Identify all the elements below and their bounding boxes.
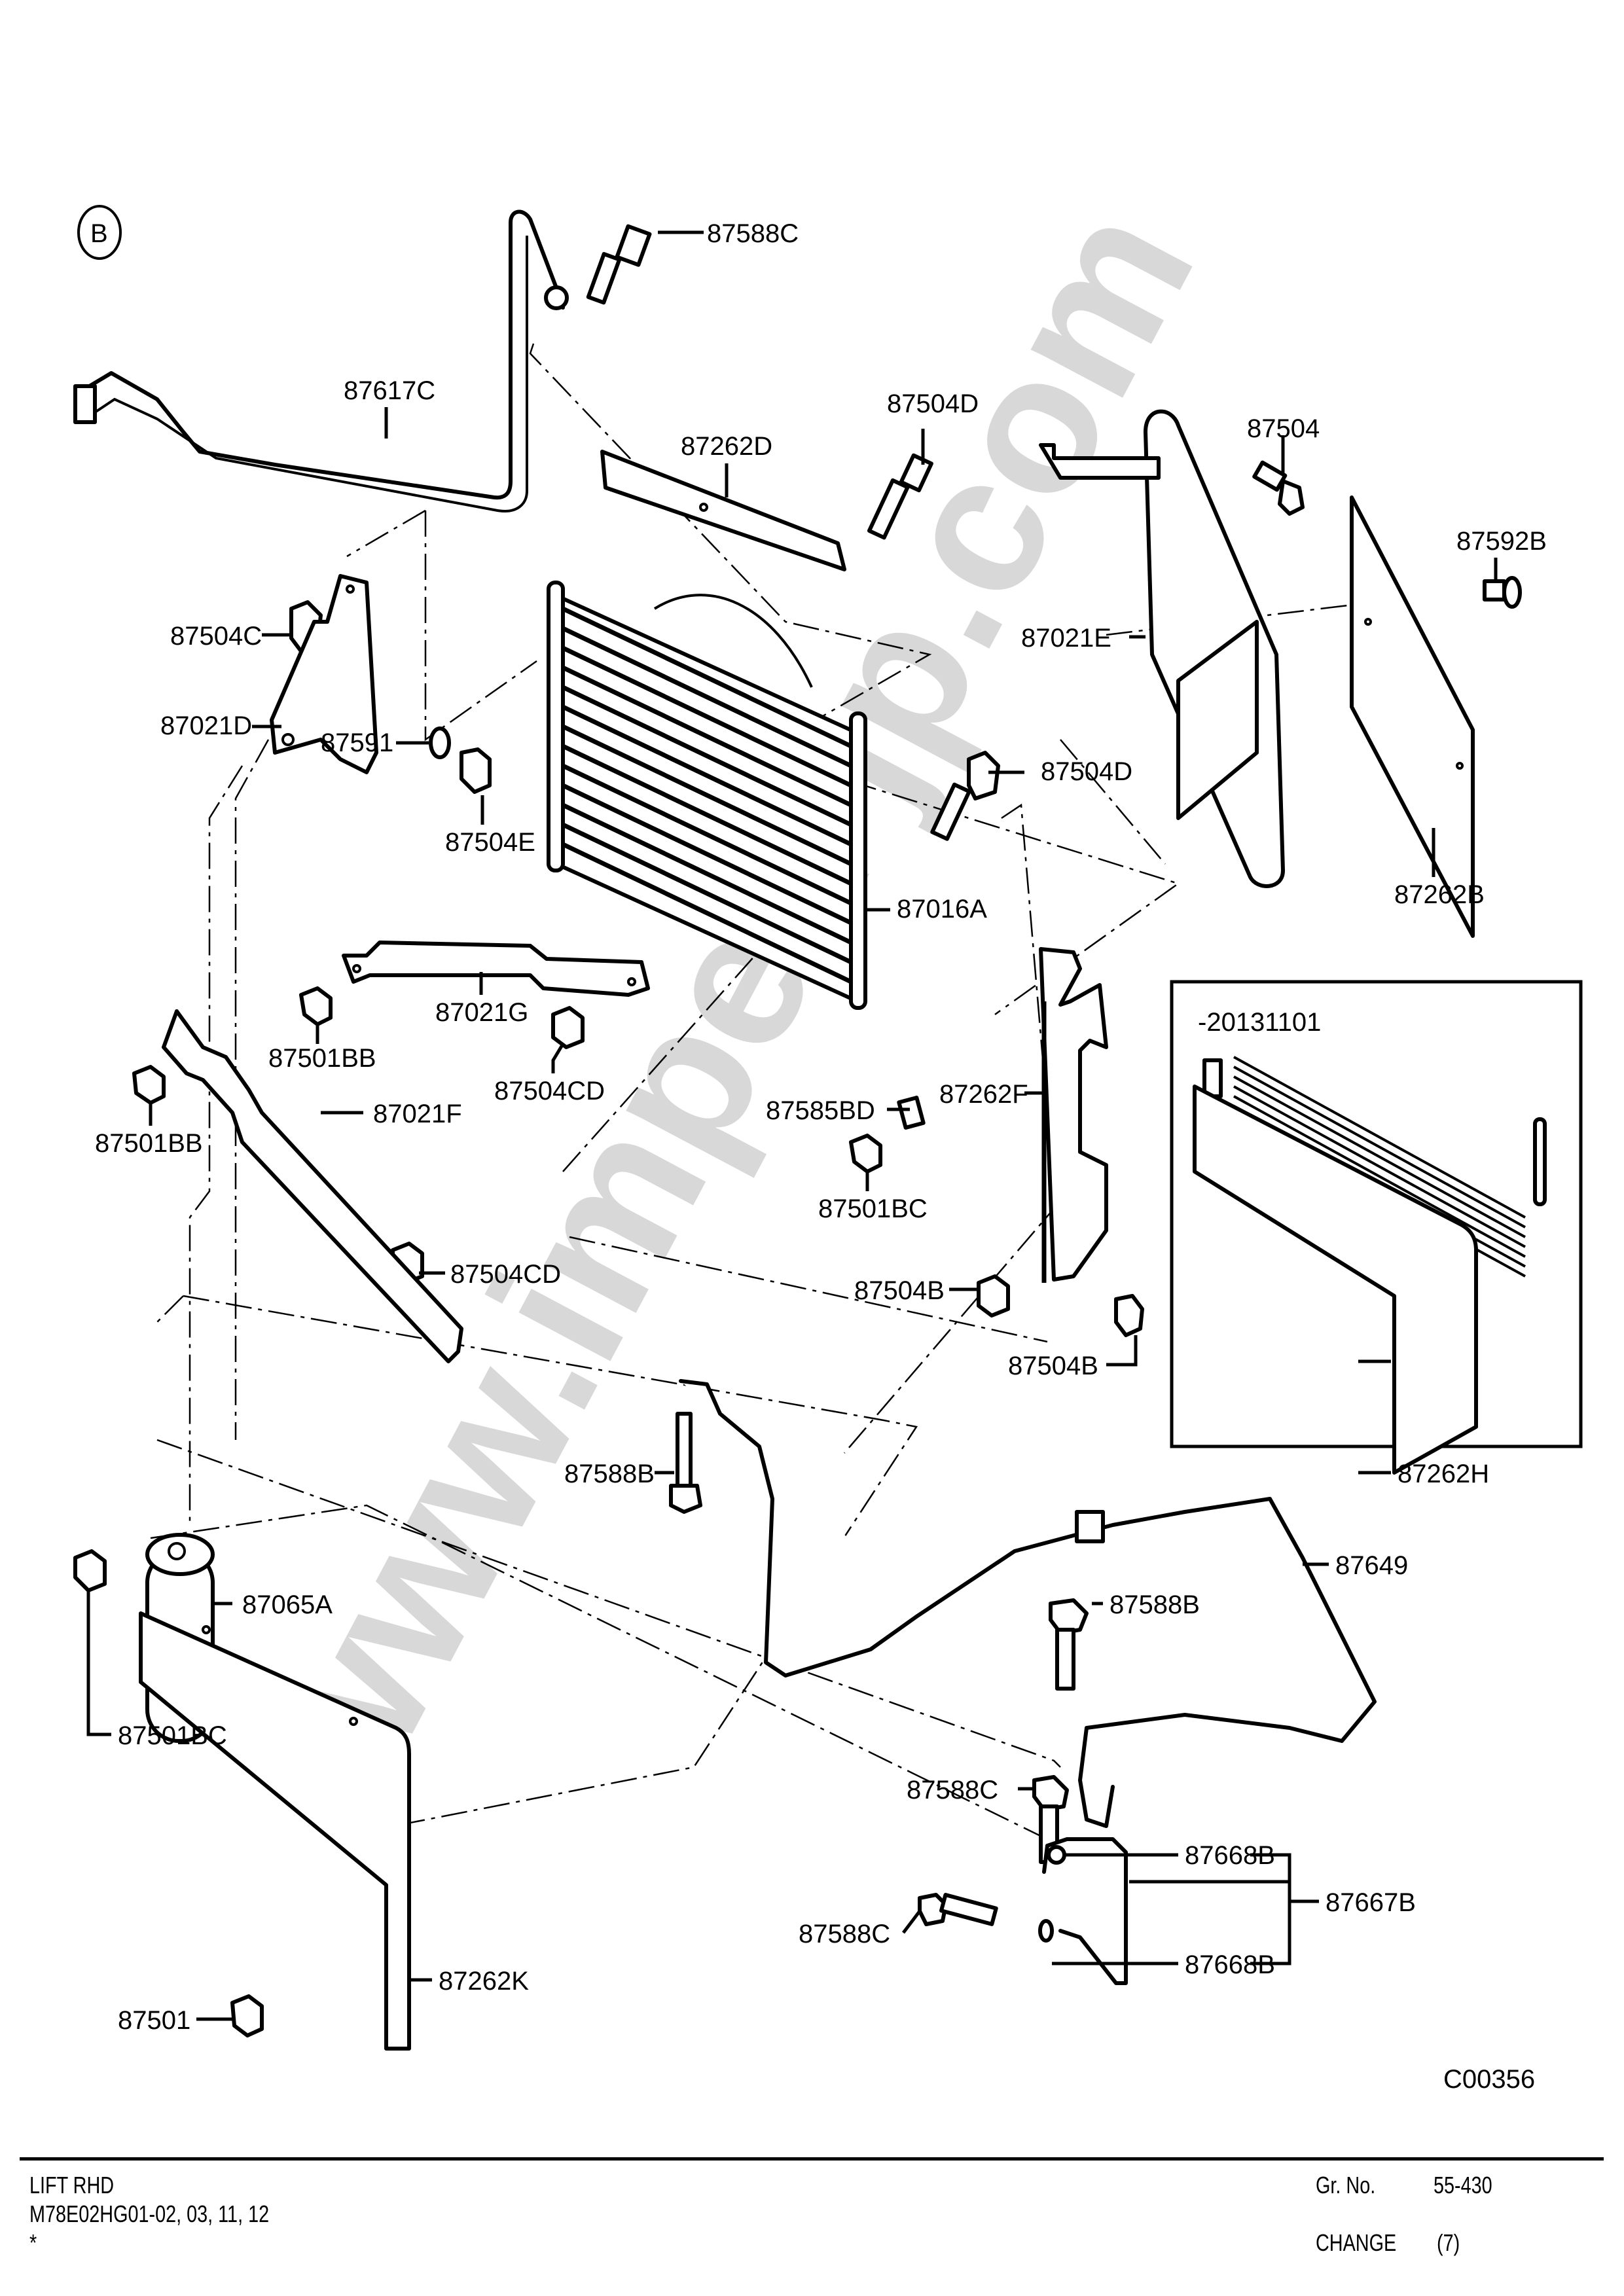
clip-87592B [1483, 576, 1522, 609]
bolt-87504B-b [1114, 1294, 1144, 1337]
inset-label: -20131101 [1198, 1008, 1321, 1037]
pipe-87617C [73, 209, 565, 512]
pipe-87649 [679, 1379, 1377, 1828]
nut-87501BB-b [132, 1065, 166, 1105]
part-label[interactable]: 87504C [170, 622, 262, 651]
model-line-3: * [29, 2229, 37, 2256]
part-label[interactable]: 87501BB [95, 1129, 203, 1158]
part-label[interactable]: 87501 [118, 2006, 190, 2035]
part-label[interactable]: 87262D [681, 432, 772, 461]
bolt-87588B-a [669, 1412, 702, 1514]
part-label[interactable]: 87504E [445, 828, 535, 857]
group-number-label: Gr. No. [1316, 2172, 1376, 2198]
bolt-87588C-top [544, 224, 652, 310]
part-label[interactable]: 87592B [1456, 527, 1547, 556]
bolt-87504 [1252, 460, 1305, 516]
part-label[interactable]: 87588C [799, 1920, 890, 1948]
part-label[interactable]: 87667B [1326, 1888, 1416, 1917]
model-line-1: LIFT RHD [29, 2172, 115, 2198]
part-label[interactable]: 87262H [1398, 1460, 1489, 1488]
part-label[interactable]: 87504CD [450, 1260, 561, 1289]
part-labels: 87588C 87617C 87262D 87504D 87504 87592B… [95, 219, 1547, 2094]
part-label[interactable]: 87588C [907, 1776, 998, 1804]
oring-87668B-b [1038, 1919, 1054, 1943]
clip-87585BD [897, 1096, 926, 1130]
inset-shield-87262H [1193, 1085, 1478, 1475]
part-label[interactable]: 87504CD [494, 1077, 605, 1105]
strap-87021F [162, 1009, 463, 1363]
part-label[interactable]: 87585BD [766, 1096, 875, 1125]
part-label[interactable]: 87649 [1335, 1551, 1408, 1580]
part-label[interactable]: 87021F [373, 1100, 462, 1128]
leader-lines [86, 230, 1498, 2021]
shield-87262K [139, 1611, 411, 2051]
part-label[interactable]: 87588C [707, 219, 799, 248]
panel-87262B [1350, 495, 1475, 938]
part-label[interactable]: 87021D [160, 711, 252, 740]
bracket-87262D [600, 450, 846, 571]
part-label[interactable]: 87504 [1247, 414, 1320, 443]
part-label[interactable]: 87016A [897, 895, 987, 924]
part-label[interactable]: 87501BC [118, 1721, 227, 1750]
part-label[interactable]: 87668B [1185, 1841, 1275, 1870]
section-marker-letter: B [90, 219, 108, 248]
bolt-87504E [460, 747, 492, 794]
part-label[interactable]: 87021G [435, 998, 528, 1027]
bolt-87504CD-a [551, 1006, 585, 1049]
part-label[interactable]: 87504B [1008, 1352, 1098, 1380]
figure-code: C00356 [1443, 2065, 1535, 2094]
part-label[interactable]: 87262F [939, 1080, 1028, 1109]
group-number-value: 55-430 [1434, 2172, 1492, 2198]
strap-87021G [342, 941, 650, 997]
part-label[interactable]: 87501BC [818, 1194, 928, 1223]
part-label[interactable]: 87588B [564, 1460, 655, 1488]
model-line-2: M78E02HG01-02, 03, 11, 12 [29, 2200, 270, 2227]
change-value: (7) [1437, 2229, 1460, 2256]
nut-87501BC-a [849, 1134, 882, 1174]
part-label[interactable]: 87065A [242, 1590, 333, 1619]
inset-box: -20131101 [1170, 980, 1583, 1475]
part-label[interactable]: 87617C [344, 376, 435, 405]
change-label: CHANGE [1316, 2229, 1397, 2256]
part-label[interactable]: 87588B [1110, 1590, 1200, 1619]
frame-87021E [1039, 409, 1285, 888]
bolt-87504D-mid [930, 751, 1000, 841]
part-label[interactable]: 87262K [439, 1967, 529, 1996]
washer-87591 [429, 726, 451, 759]
oring-87668B-a [1047, 1845, 1066, 1865]
part-label[interactable]: 87504D [887, 389, 979, 418]
part-label[interactable]: 87262B [1394, 880, 1485, 909]
part-label[interactable]: 87504B [854, 1276, 945, 1305]
bracket-87021D [270, 574, 378, 774]
condenser-fins [562, 606, 852, 984]
pipe-87667B [1042, 1837, 1128, 1985]
section-marker: B [77, 205, 122, 260]
bolt-87504B-a [977, 1274, 1010, 1318]
footer-rule [20, 2157, 1604, 2161]
part-label[interactable]: 87501BB [268, 1044, 376, 1073]
nut-87501 [230, 1994, 264, 2037]
part-label[interactable]: 87504D [1041, 757, 1132, 786]
nut-87501BC-b [73, 1549, 107, 1592]
bolt-87588B-b [1049, 1598, 1089, 1691]
part-label[interactable]: 87668B [1185, 1950, 1275, 1979]
nut-87501BB-a [299, 986, 333, 1026]
condenser-87016A [547, 581, 867, 1010]
part-label[interactable]: 87021E [1021, 624, 1111, 653]
part-label[interactable]: 87591 [321, 728, 393, 757]
bolt-87588C-low [918, 1893, 998, 1926]
bracket-87262F [1039, 947, 1108, 1283]
